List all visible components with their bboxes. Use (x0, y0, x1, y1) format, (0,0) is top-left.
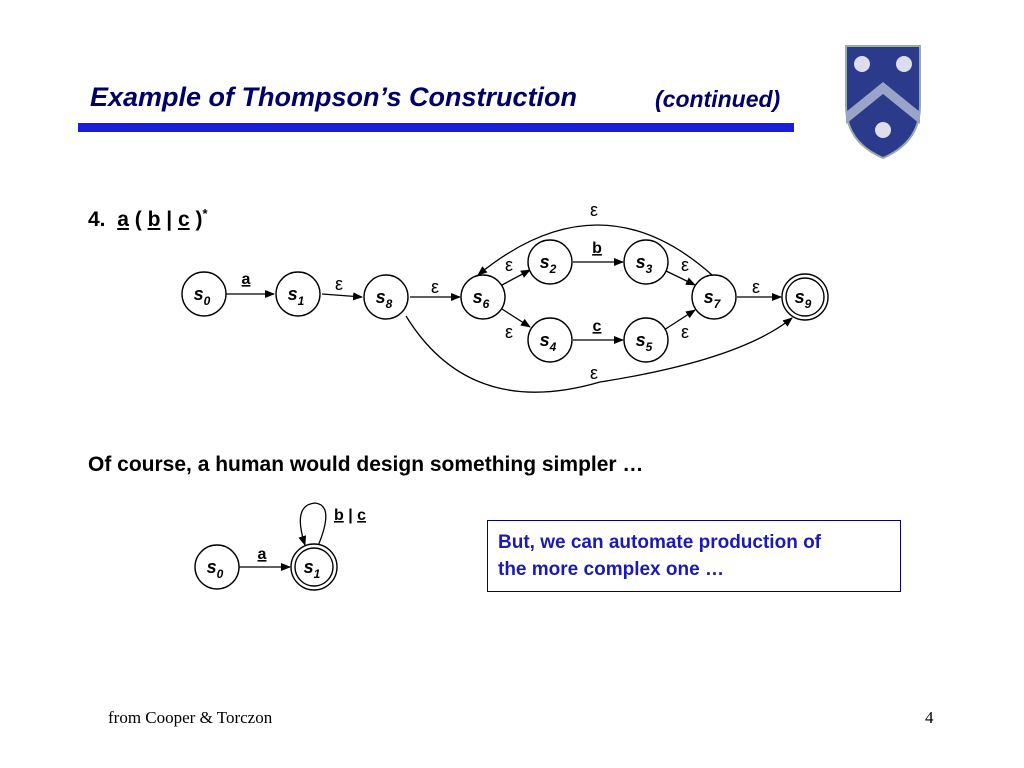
footer-credit: from Cooper & Torczon (108, 708, 273, 727)
remark-text: Of course, a human would design somethin… (88, 453, 644, 476)
edge-s6-s2 (501, 269, 531, 286)
state-s0 (181, 271, 227, 317)
state-label-s1: s1 (288, 284, 305, 308)
edge-s8-s9-skip (405, 315, 793, 393)
dfa-loop-label: b | c (334, 507, 366, 524)
regex-star: * (202, 206, 208, 221)
state-s4 (527, 317, 573, 363)
state-label-s0: s0 (194, 284, 211, 308)
regex-open: ( (134, 208, 142, 231)
state-s6 (460, 274, 506, 320)
epsilon-s6-s2: ε (505, 255, 513, 275)
regex-line: 4. a ( b | c )* (88, 206, 208, 232)
state-s1 (275, 271, 321, 317)
epsilon-s8-s6: ε (431, 277, 439, 297)
rice-crest-icon (845, 45, 921, 160)
state-s7 (691, 274, 737, 320)
slide-title: Example of Thompson’s Construction (90, 82, 578, 112)
title-rule (78, 123, 794, 132)
dfa-state-s1-inner (294, 547, 334, 587)
epsilon-s3-s7: ε (681, 255, 689, 275)
epsilon-s7-s9: ε (752, 277, 760, 297)
regex-a: a (117, 208, 129, 231)
edge-label-b: b (592, 240, 602, 257)
state-s5 (623, 317, 669, 363)
dfa-loop-s1 (298, 502, 327, 547)
state-s3 (623, 239, 669, 285)
edge-s3-s7 (663, 269, 696, 286)
callout-box: But, we can automate production of the m… (487, 520, 901, 592)
dfa-state-s0 (194, 544, 240, 590)
state-label-s6: s6 (473, 287, 490, 311)
state-label-s2: s2 (540, 252, 557, 276)
callout-line-1: But, we can automate production of (498, 532, 822, 553)
edge-label-c: c (593, 318, 602, 335)
state-label-s7: s7 (704, 287, 722, 311)
regex-b: b (147, 208, 161, 231)
epsilon-loop: ε (590, 200, 598, 220)
dfa-state-label-s1: s1 (304, 557, 321, 581)
item-number: 4. (88, 208, 106, 231)
edge-s5-s7 (663, 309, 696, 331)
state-label-s9: s9 (795, 287, 812, 311)
regex-c: c (177, 208, 190, 231)
dfa-edge-label-a: a (258, 546, 267, 563)
state-s9-inner (785, 277, 825, 317)
page-number: 4 (925, 708, 934, 727)
regex-close: ) (195, 208, 203, 231)
edge-s7-s6-loop (477, 224, 713, 276)
regex-bar: | (166, 208, 173, 231)
edge-s6-s4 (501, 308, 531, 328)
state-s2 (527, 239, 573, 285)
callout-line-2: the more complex one … (498, 559, 724, 580)
epsilon-s1-s8: ε (335, 274, 343, 294)
epsilon-skip: ε (590, 363, 598, 383)
state-label-s5: s5 (636, 330, 653, 354)
slide-subtitle: (continued) (655, 86, 781, 112)
edge-label-a: a (242, 271, 251, 288)
epsilon-s6-s4: ε (505, 322, 513, 342)
edge-s1-s8 (321, 292, 363, 301)
epsilon-s5-s7: ε (681, 322, 689, 342)
state-s8 (363, 274, 409, 320)
dfa-state-label-s0: s0 (207, 557, 224, 581)
state-label-s4: s4 (540, 330, 557, 354)
state-label-s3: s3 (636, 252, 653, 276)
state-label-s8: s8 (376, 287, 393, 311)
